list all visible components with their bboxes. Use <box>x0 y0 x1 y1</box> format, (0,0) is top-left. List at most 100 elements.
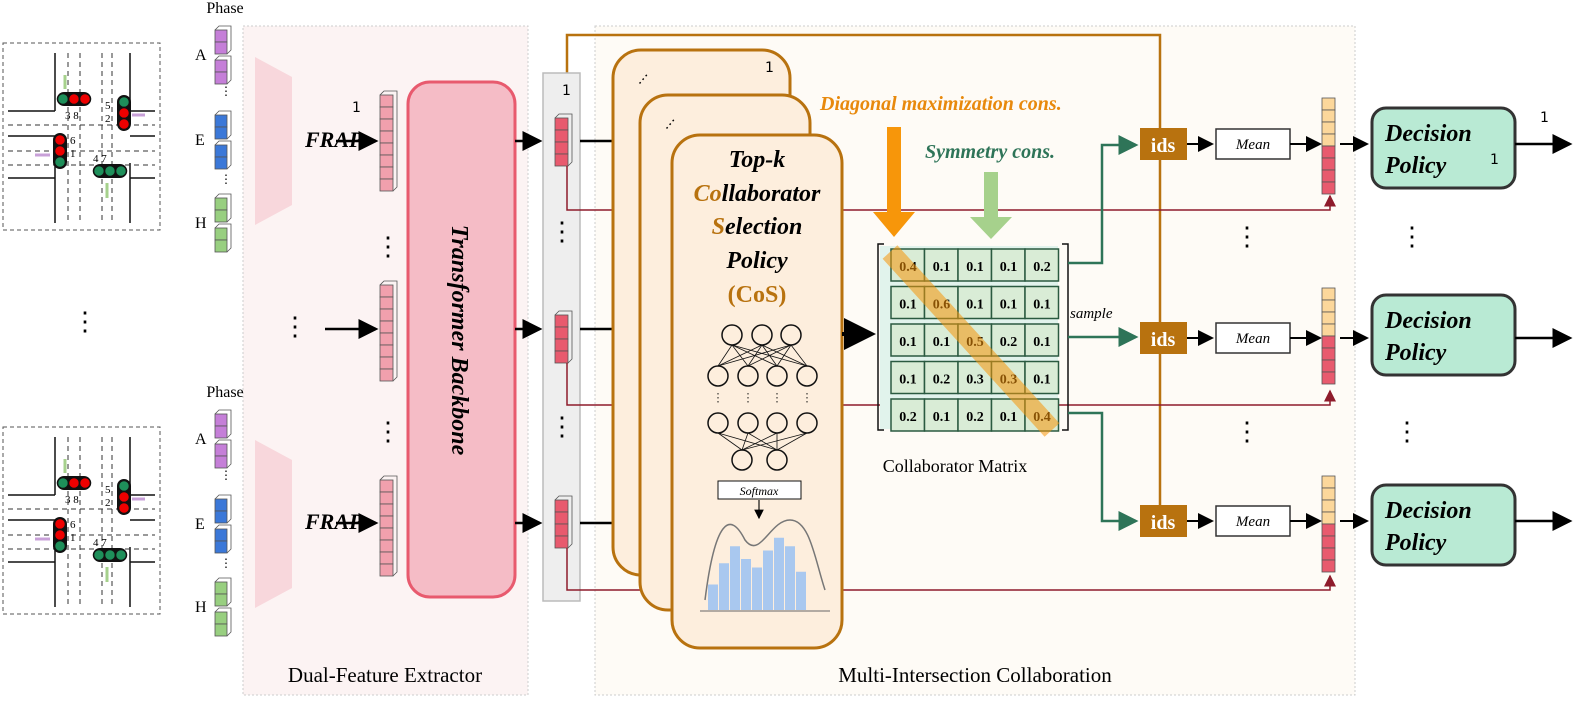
matrix-cell <box>923 248 959 282</box>
nn-edge <box>747 432 778 451</box>
traffic-light <box>117 95 131 109</box>
symmetry-constraint: Symmetry cons. <box>925 141 1055 163</box>
diagonal-arrow <box>873 127 915 237</box>
lane-number: 2 <box>105 497 111 509</box>
matrix-value: 0.2 <box>966 410 984 425</box>
extractor-title: Dual-Feature Extractor <box>288 663 482 687</box>
collaboration-title: Multi-Intersection Collaboration <box>838 663 1112 687</box>
fused-feature-cell <box>1321 475 1336 489</box>
phase-cube <box>214 413 228 427</box>
nn-edge <box>741 432 749 451</box>
index-label: 1 <box>765 60 774 76</box>
matrix-cell <box>957 248 993 282</box>
nn-edge <box>776 432 808 451</box>
nn-edge <box>717 344 763 367</box>
feature-cell <box>379 320 394 334</box>
nn-node <box>707 365 729 387</box>
nn-edge <box>761 344 808 367</box>
phase-A: A <box>195 47 207 64</box>
cube-edge <box>379 90 398 192</box>
embedding-cell <box>554 499 569 513</box>
traffic-light <box>92 164 106 178</box>
ids-box <box>1140 322 1187 354</box>
phase-A: A <box>195 431 207 448</box>
feature-cell <box>379 344 394 358</box>
matrix-value: 0.1 <box>933 335 951 350</box>
ellipsis: ⋮ <box>1234 417 1260 446</box>
cube-edge <box>214 494 232 524</box>
decision-line1: Decision <box>1384 121 1472 147</box>
nn-node <box>707 412 729 434</box>
nn-edge <box>717 344 792 367</box>
transformer-backbone <box>406 80 517 599</box>
phase-H: H <box>195 215 207 232</box>
traffic-light <box>114 548 128 562</box>
traffic-light <box>53 155 67 169</box>
softmax-box <box>717 480 802 500</box>
histogram-bar <box>752 567 762 610</box>
matrix-cell <box>957 285 993 320</box>
traffic-light <box>56 92 70 106</box>
fused-feature-cell <box>1321 535 1336 549</box>
matrix-value: 0.1 <box>1033 335 1051 350</box>
feature-cell <box>379 479 394 493</box>
histogram-bar <box>785 546 795 610</box>
nn-edge <box>741 432 808 451</box>
feature-cell <box>379 284 394 298</box>
phase-cube <box>214 510 228 524</box>
fused-feature-cell <box>1321 359 1336 373</box>
cube-edge <box>214 524 232 554</box>
phase-cube <box>214 41 228 55</box>
residual-line <box>566 548 1336 591</box>
embedding-cell <box>554 129 569 143</box>
ellipsis: ⋮ <box>549 412 575 441</box>
cube-edge <box>379 280 398 382</box>
traffic-light <box>114 164 128 178</box>
lane-number: 1 <box>70 532 76 544</box>
matrix-value: 0.1 <box>899 335 917 350</box>
mean-box <box>1215 505 1291 537</box>
traffic-light <box>103 164 117 178</box>
cos-line1: Top-k <box>729 147 785 173</box>
feature-cell <box>379 130 394 144</box>
embedding-cell <box>554 141 569 155</box>
embedding-cell <box>554 350 569 364</box>
histogram-bar <box>763 550 773 610</box>
embedding-cell <box>554 338 569 352</box>
traffic-light <box>78 476 92 490</box>
feature-cell <box>379 563 394 577</box>
traffic-light <box>103 548 117 562</box>
fused-feature-cell <box>1321 181 1336 195</box>
phase-cube <box>214 498 228 512</box>
traffic-light <box>78 92 92 106</box>
distribution-curve <box>704 519 826 601</box>
feature-cell <box>379 503 394 517</box>
histogram-bar <box>774 537 784 610</box>
cube-edge <box>214 140 232 170</box>
fused-feature-cell <box>1321 121 1336 135</box>
histogram-bar <box>796 571 806 610</box>
matrix-value: 0.1 <box>1000 410 1018 425</box>
embedding-cell <box>554 117 569 131</box>
cube-edge <box>214 409 232 439</box>
traffic-light <box>117 479 131 493</box>
feature-cell <box>379 308 394 322</box>
intersection-ellipsis: ⋮ <box>72 307 98 336</box>
fused-feature-cell <box>1321 511 1336 525</box>
cos-text: llaborator <box>722 181 821 207</box>
residual-line <box>566 166 1336 211</box>
phase-cube <box>214 455 228 469</box>
phase-label: Phase <box>206 0 243 17</box>
matrix-value: 0.1 <box>1000 298 1018 313</box>
fused-feature-cell <box>1321 97 1336 111</box>
cube-edge <box>214 223 232 253</box>
nn-node <box>796 412 818 434</box>
phase-cube <box>214 239 228 253</box>
matrix-value: 0.2 <box>1000 335 1018 350</box>
sample-label: sample <box>1070 306 1113 322</box>
matrix-value: 0.1 <box>899 373 917 388</box>
matrix-cell <box>990 323 1026 357</box>
cube-edge <box>214 607 232 637</box>
ellipsis: ⋮ <box>220 84 232 98</box>
cube-edge <box>554 113 573 167</box>
